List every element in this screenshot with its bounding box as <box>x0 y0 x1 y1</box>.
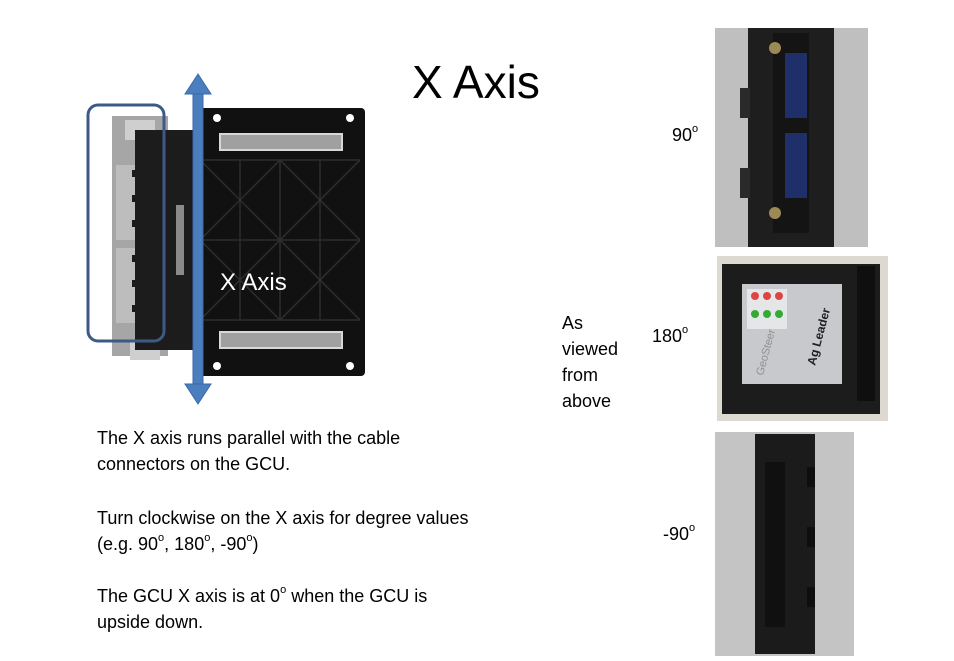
x-axis-arrow <box>184 73 212 405</box>
viewed-note: As viewed from above <box>562 313 619 411</box>
connector-highlight-frame <box>86 103 166 343</box>
page-title: X Axis <box>412 56 540 108</box>
gcu-diagram <box>86 73 365 405</box>
gcu-photo-90 <box>715 28 868 247</box>
degree-label-90: 90o <box>672 123 699 146</box>
instruction-paragraph: Turn clockwise on the X axis for degree … <box>97 508 469 554</box>
degree-label-180: 180o <box>652 324 689 347</box>
axis-label: X Axis <box>220 269 287 296</box>
gcu-photo-neg90 <box>715 432 854 656</box>
degree-label-neg90: -90o <box>663 522 696 545</box>
zero-position-paragraph: The GCU X axis is at 0o when the GCU is … <box>97 584 428 633</box>
gcu-photo-180: Ag Leader GeoSteer <box>717 256 888 421</box>
description-paragraph: The X axis runs parallel with the cable … <box>97 428 401 474</box>
